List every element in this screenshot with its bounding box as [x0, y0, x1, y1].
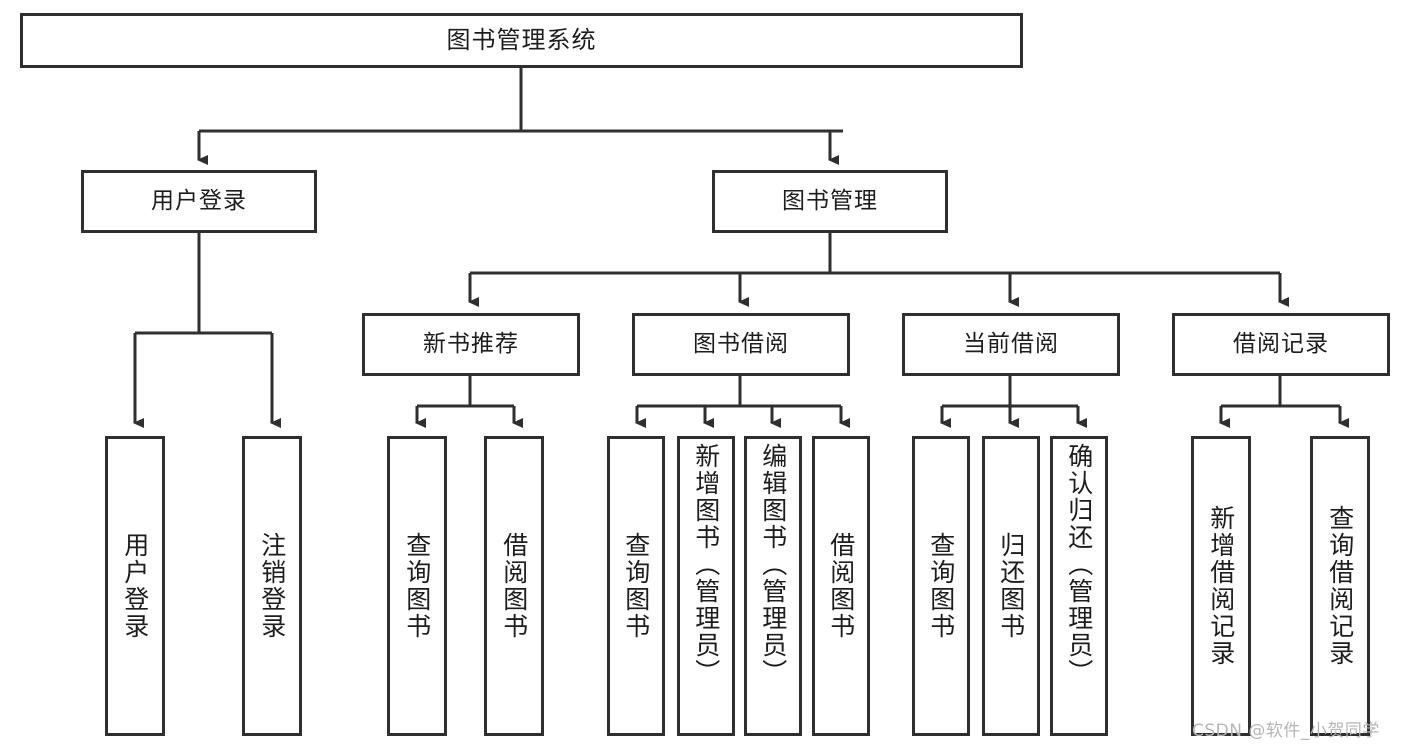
leaf-add-borrow-record[interactable]: 新增借阅记录	[1191, 436, 1251, 736]
node-new-book-recommend[interactable]: 新书推荐	[362, 313, 580, 376]
leaf-return-book[interactable]: 归还图书	[982, 436, 1040, 736]
node-root-system[interactable]: 图书管理系统	[20, 13, 1023, 68]
node-borrow-record[interactable]: 借阅记录	[1172, 313, 1390, 376]
leaf-user-login[interactable]: 用户登录	[105, 436, 165, 736]
leaf-query-borrow-record[interactable]: 查询借阅记录	[1310, 436, 1370, 736]
leaf-borrow-book-new[interactable]: 借阅图书	[484, 436, 544, 736]
node-current-borrow[interactable]: 当前借阅	[902, 313, 1120, 376]
leaf-query-book-borrow[interactable]: 查询图书	[607, 436, 665, 736]
node-book-borrow[interactable]: 图书借阅	[632, 313, 850, 376]
node-user-login[interactable]: 用户登录	[81, 170, 317, 233]
leaf-query-book-new[interactable]: 查询图书	[387, 436, 447, 736]
leaf-query-book-current[interactable]: 查询图书	[912, 436, 970, 736]
csdn-watermark: CSDN @软件_小贺同学	[1192, 721, 1380, 741]
node-book-management[interactable]: 图书管理	[712, 170, 948, 233]
leaf-confirm-return-admin[interactable]: 确认归还（管理员）	[1050, 436, 1108, 736]
leaf-borrow-book[interactable]: 借阅图书	[812, 436, 870, 736]
leaf-edit-book-admin[interactable]: 编辑图书（管理员）	[744, 436, 802, 736]
leaf-logout-login[interactable]: 注销登录	[242, 436, 302, 736]
leaf-add-book-admin[interactable]: 新增图书（管理员）	[677, 436, 735, 736]
